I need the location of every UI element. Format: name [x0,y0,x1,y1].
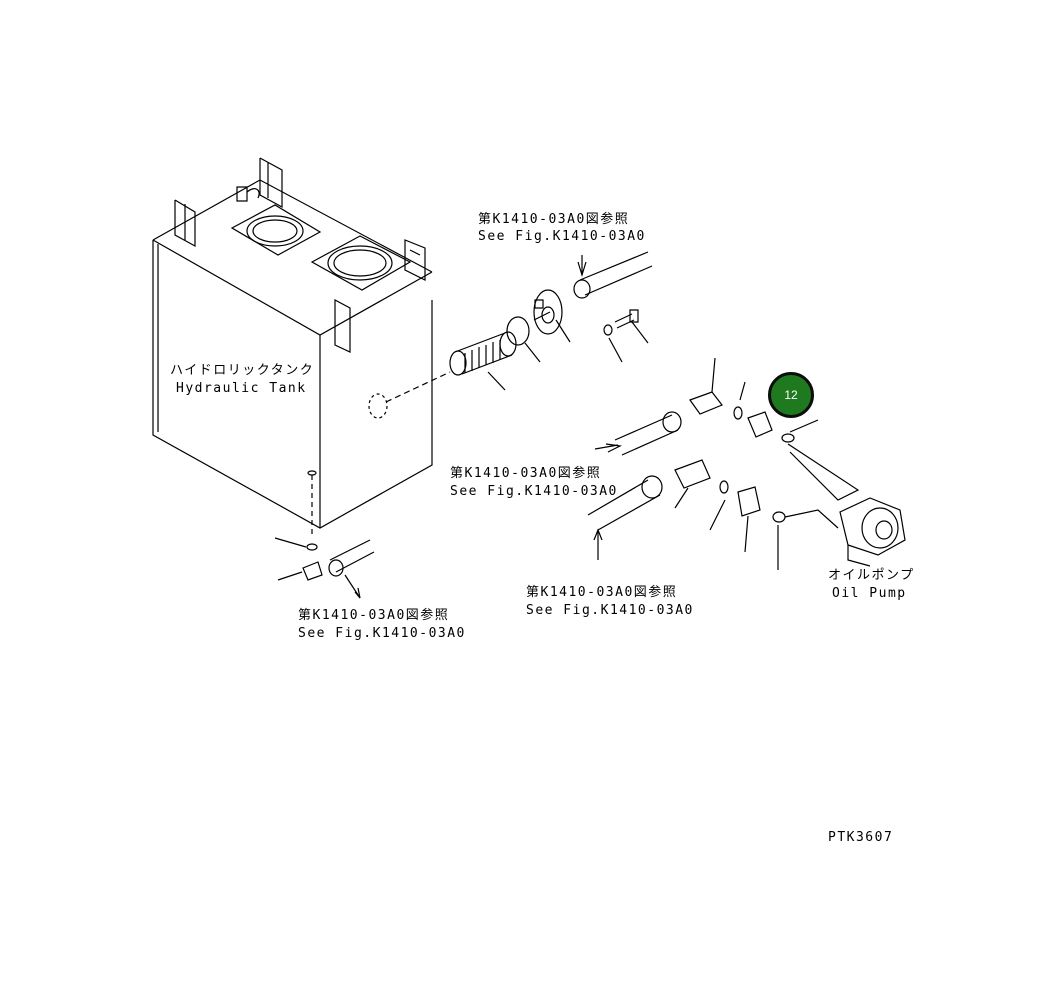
hydraulic-tank [153,158,450,535]
ref-lower-en: See Fig.K1410-03A0 [526,603,694,618]
pump-label-en: Oil Pump [832,586,907,601]
hose-middle [595,358,858,500]
ref-bottom-left-jp: 第K1410-03A0図参照 [298,608,450,623]
ref-top-en: See Fig.K1410-03A0 [478,229,646,244]
o-ring-large [507,317,540,362]
drawing-id: PTK3607 [828,830,894,845]
hose-lower [588,460,838,570]
strainer [450,332,516,390]
oil-pump [840,498,905,566]
ref-middle-en: See Fig.K1410-03A0 [450,484,618,499]
pump-label-jp: オイルポンプ [828,568,915,583]
tank-label-jp: ハイドロリックタンク [170,363,315,378]
hose-top [574,252,652,298]
tank-label-en: Hydraulic Tank [176,381,307,396]
cover-flange [534,290,570,342]
ref-bottom-left-en: See Fig.K1410-03A0 [298,626,466,641]
drain-fittings [275,538,374,598]
callout-12-badge[interactable]: 12 [768,372,814,418]
ref-middle-jp: 第K1410-03A0図参照 [450,466,602,481]
ref-lower-jp: 第K1410-03A0図参照 [526,585,678,600]
bolt-and-washer [604,310,648,362]
ref-top-jp: 第K1410-03A0図参照 [478,212,630,227]
